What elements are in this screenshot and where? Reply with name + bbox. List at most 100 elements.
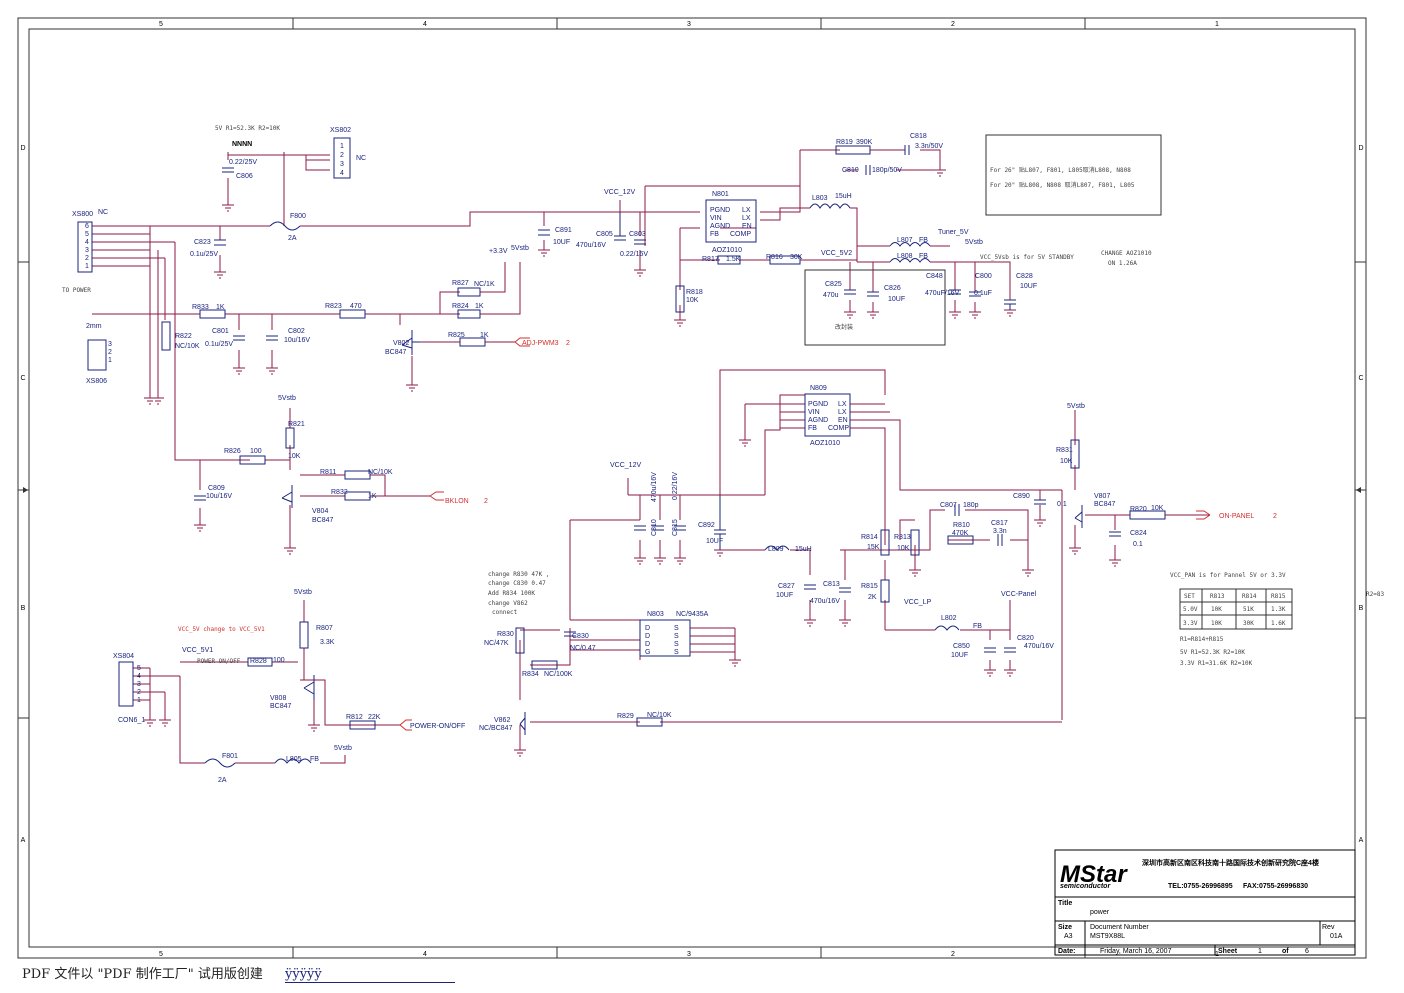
v807-body xyxy=(1074,505,1083,528)
notes: 5V R1=52.3K R2=10K NNNN VCC_5V change to… xyxy=(178,125,1384,667)
net-page-ref: 2 xyxy=(566,340,570,347)
r830-ref: R830 xyxy=(497,631,514,638)
r813-ref: R813 xyxy=(894,534,911,541)
r810-value: 470K xyxy=(952,530,969,537)
r831-body xyxy=(1070,439,1080,469)
change-note-line: connect xyxy=(492,609,518,616)
net-page-ref: 2 xyxy=(484,498,488,505)
l808-ref: L808 xyxy=(897,253,913,260)
net-labels: VCC_12V VCC_12V +3.3V 5Vstb VCC_5V2 Tune… xyxy=(182,189,1277,752)
n801-pin-right: EN xyxy=(742,223,752,230)
c820-ref: C820 xyxy=(1017,635,1034,642)
r828-body xyxy=(247,657,273,667)
pdf-footer-link[interactable]: ÿÿÿÿÿ xyxy=(285,967,456,983)
change-note-line: change R830 47K , xyxy=(488,571,549,578)
table-header: SET xyxy=(1184,593,1195,600)
v862-body xyxy=(519,712,526,735)
net-plus-3v3: +3.3V xyxy=(489,248,508,255)
table-header: R815 xyxy=(1271,593,1286,600)
r812-ref: R812 xyxy=(346,714,363,721)
n801-ref: N801 xyxy=(712,191,729,198)
v804-body xyxy=(281,485,293,508)
l809-ref: L809 xyxy=(768,546,784,553)
xs806-pin: 3 xyxy=(108,341,112,348)
wires-bottom xyxy=(133,369,1210,764)
r826-ref: R826 xyxy=(224,448,241,455)
c818-body xyxy=(904,145,910,155)
n801-part: AOZ1010 xyxy=(712,247,742,254)
n809-pin-left: PGND xyxy=(808,401,828,408)
r811-ref: R811 xyxy=(320,469,336,476)
c806-ref: C806 xyxy=(236,173,253,180)
c802-body xyxy=(266,335,278,341)
xs806-pin: 2 xyxy=(108,349,112,356)
c810-ref: C810 xyxy=(651,519,658,536)
c830-body xyxy=(564,631,576,637)
l802-ref: L802 xyxy=(941,615,957,622)
r811-value: NC/10K xyxy=(368,469,393,476)
r819-value: 390K xyxy=(856,139,873,146)
net-power-onoff-label: POWER ON/OFF xyxy=(197,658,241,665)
xs804-ref: XS804 xyxy=(113,653,134,660)
title-label: Title xyxy=(1058,900,1072,907)
n809-pin-right: LX xyxy=(838,409,847,416)
row-label: B xyxy=(21,605,26,612)
v808-part: BC847 xyxy=(270,703,292,710)
c809-value: 10u/16V xyxy=(206,493,232,500)
xs802-pin: 3 xyxy=(340,161,344,168)
r832-body xyxy=(344,491,371,501)
xs804-pin: 1 xyxy=(137,697,141,704)
c848-body xyxy=(949,289,961,295)
r811-body xyxy=(344,470,371,480)
c802-value: 10u/16V xyxy=(284,337,310,344)
c819-value: 180p/50V xyxy=(872,167,902,174)
xs806-pin: 1 xyxy=(108,357,112,364)
c827-body xyxy=(804,584,816,590)
c823-ref: C823 xyxy=(194,239,211,246)
c825-ref: C825 xyxy=(825,281,842,288)
sheet-value: 1 xyxy=(1258,948,1262,955)
r-formula-note: R1=R814+R815 xyxy=(1180,636,1224,643)
r814-value: 15K xyxy=(867,544,880,551)
row-labels-left: D C B A xyxy=(20,145,25,844)
c806-body xyxy=(222,167,234,173)
r819-ref: R819 xyxy=(836,139,853,146)
c890-ref: C890 xyxy=(1013,493,1030,500)
docnum-value: MST9X88L xyxy=(1090,933,1125,940)
xs800-caption: TO POWER xyxy=(62,287,91,294)
col-label: 1 xyxy=(1215,21,1219,28)
r814-ref: R814 xyxy=(861,534,878,541)
n803-ref: N803 xyxy=(647,611,664,618)
adj-pwm3-arrow xyxy=(514,337,530,347)
c802-ref: C802 xyxy=(288,328,305,335)
xs800-pin: 5 xyxy=(85,231,89,238)
change-note-line: Add R834 100K xyxy=(488,590,535,597)
c850-value: 10UF xyxy=(951,652,968,659)
pdf-footer-text: PDF 文件以 "PDF 制作工厂" 试用版创建 xyxy=(22,967,263,982)
c891-body xyxy=(538,229,550,236)
l805-value: FB xyxy=(310,756,319,763)
r826-value: 100 xyxy=(250,448,262,455)
xs806-size: 2mm xyxy=(86,323,102,330)
xs800-pin: 4 xyxy=(85,239,89,246)
n801-pin-left: AGND xyxy=(710,223,730,230)
r812-body xyxy=(349,720,376,730)
aoz-change-note: ON 1.26A xyxy=(1108,260,1137,267)
l809-body xyxy=(764,545,790,551)
date-value: Friday, March 16, 2007 xyxy=(1100,948,1172,955)
connector-labels: XS800 NC 6 5 4 3 2 1 TO POWER XS802 NC 1… xyxy=(62,127,366,724)
f801-body xyxy=(204,758,236,768)
v807-ref: V807 xyxy=(1094,493,1110,500)
offpage-connectors xyxy=(399,337,1211,731)
c813-ref: C813 xyxy=(823,581,840,588)
c817-body xyxy=(997,534,1003,546)
c813-value: 470u/16V xyxy=(810,598,840,605)
c824-body xyxy=(1109,531,1121,537)
r822-value: NC/10K xyxy=(175,343,200,350)
c828-ref: C828 xyxy=(1016,273,1033,280)
power-onoff-arrow xyxy=(399,719,412,731)
r828-value: 100 xyxy=(273,657,285,664)
r829-value: NC/10K xyxy=(647,712,672,719)
c800-value: 0.1uF xyxy=(974,290,992,297)
r832-ref: R832 xyxy=(331,489,348,496)
